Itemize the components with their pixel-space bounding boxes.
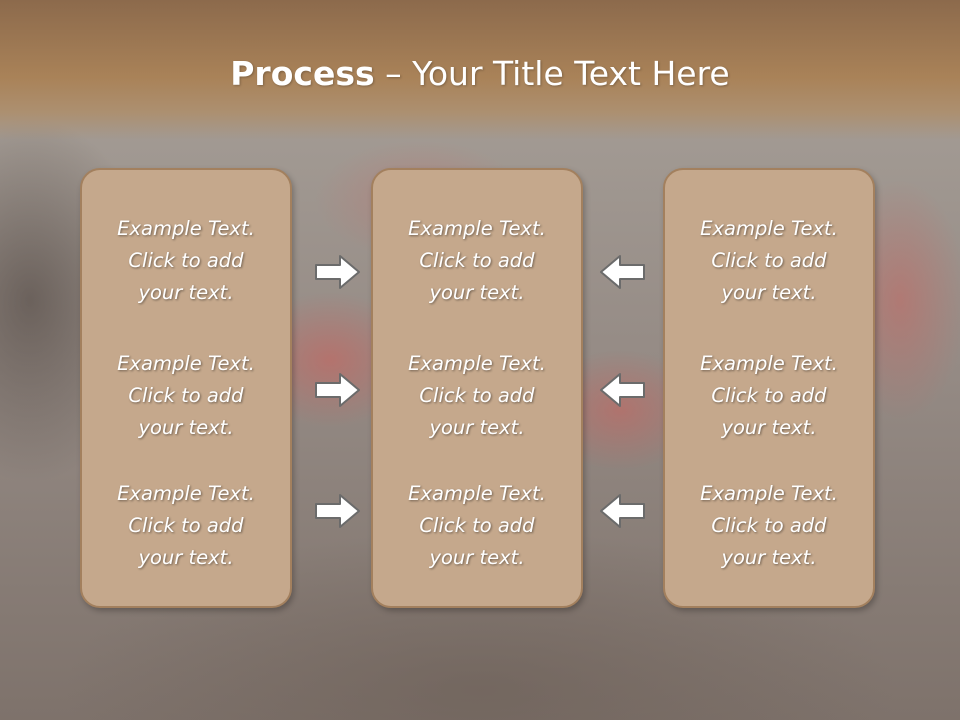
text-line: Example Text. bbox=[117, 352, 255, 375]
text-block[interactable]: Example Text. Click to add your text. bbox=[665, 478, 873, 574]
text-block[interactable]: Example Text. Click to add your text. bbox=[82, 348, 290, 444]
title-bold: Process bbox=[230, 54, 375, 93]
text-line: Example Text. bbox=[408, 352, 546, 375]
text-line: your text. bbox=[721, 546, 817, 569]
text-line: Example Text. bbox=[408, 482, 546, 505]
arrow-right-icon bbox=[315, 255, 360, 289]
text-block[interactable]: Example Text. Click to add your text. bbox=[373, 213, 581, 309]
text-line: your text. bbox=[138, 281, 234, 304]
text-line: your text. bbox=[138, 416, 234, 439]
text-line: Click to add bbox=[711, 249, 827, 272]
arrow-right-icon bbox=[315, 494, 360, 528]
text-line: Example Text. bbox=[700, 217, 838, 240]
text-line: Example Text. bbox=[117, 217, 255, 240]
text-block[interactable]: Example Text. Click to add your text. bbox=[82, 213, 290, 309]
text-line: your text. bbox=[138, 546, 234, 569]
text-panel-center: Example Text. Click to add your text. Ex… bbox=[371, 168, 583, 608]
title-rest: – Your Title Text Here bbox=[374, 54, 730, 93]
slide-title[interactable]: Process – Your Title Text Here bbox=[0, 54, 960, 93]
text-block[interactable]: Example Text. Click to add your text. bbox=[665, 213, 873, 309]
text-panel-right: Example Text. Click to add your text. Ex… bbox=[663, 168, 875, 608]
title-bar bbox=[0, 0, 960, 140]
text-block[interactable]: Example Text. Click to add your text. bbox=[373, 478, 581, 574]
text-line: your text. bbox=[429, 416, 525, 439]
arrow-left-icon bbox=[600, 373, 645, 407]
text-line: Click to add bbox=[711, 514, 827, 537]
text-line: Example Text. bbox=[117, 482, 255, 505]
text-line: Example Text. bbox=[700, 482, 838, 505]
text-line: Click to add bbox=[419, 514, 535, 537]
text-line: your text. bbox=[429, 281, 525, 304]
text-line: Click to add bbox=[711, 384, 827, 407]
text-block[interactable]: Example Text. Click to add your text. bbox=[373, 348, 581, 444]
text-line: Click to add bbox=[419, 384, 535, 407]
text-line: Click to add bbox=[128, 384, 244, 407]
text-block[interactable]: Example Text. Click to add your text. bbox=[82, 478, 290, 574]
text-line: your text. bbox=[721, 416, 817, 439]
text-block[interactable]: Example Text. Click to add your text. bbox=[665, 348, 873, 444]
text-line: Click to add bbox=[419, 249, 535, 272]
text-panel-left: Example Text. Click to add your text. Ex… bbox=[80, 168, 292, 608]
text-line: Example Text. bbox=[700, 352, 838, 375]
text-line: your text. bbox=[721, 281, 817, 304]
arrow-right-icon bbox=[315, 373, 360, 407]
text-line: Example Text. bbox=[408, 217, 546, 240]
arrow-left-icon bbox=[600, 494, 645, 528]
arrow-left-icon bbox=[600, 255, 645, 289]
text-line: your text. bbox=[429, 546, 525, 569]
text-line: Click to add bbox=[128, 249, 244, 272]
text-line: Click to add bbox=[128, 514, 244, 537]
